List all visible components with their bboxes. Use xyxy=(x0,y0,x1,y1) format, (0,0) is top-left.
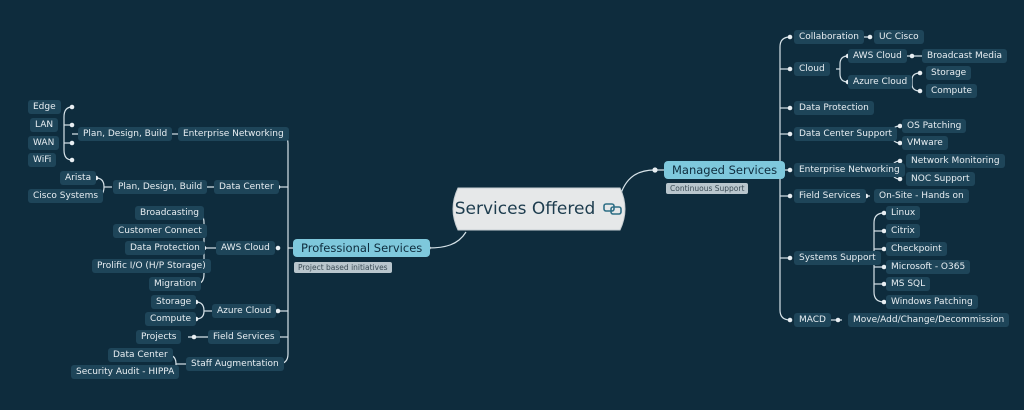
node-staff-augmentation[interactable]: Staff Augmentation xyxy=(186,357,284,371)
node-compute-professional[interactable]: Compute xyxy=(145,312,197,326)
node-citrix[interactable]: Citrix xyxy=(886,224,920,238)
node-vmware[interactable]: VMware xyxy=(902,136,948,150)
node-collaboration[interactable]: Collaboration xyxy=(794,30,864,44)
node-compute-managed[interactable]: Compute xyxy=(926,84,978,98)
link-icon[interactable] xyxy=(603,202,623,216)
node-windows-patching[interactable]: Windows Patching xyxy=(886,295,978,309)
node-storage-managed[interactable]: Storage xyxy=(926,66,972,80)
node-data-protection-managed[interactable]: Data Protection xyxy=(794,101,874,115)
node-arista[interactable]: Arista xyxy=(60,171,97,185)
node-data-protection-professional[interactable]: Data Protection xyxy=(125,241,205,255)
node-uc-cisco[interactable]: UC Cisco xyxy=(874,30,924,44)
node-microsoft-o365[interactable]: Microsoft - O365 xyxy=(886,260,971,274)
node-cloud[interactable]: Cloud xyxy=(794,62,830,76)
node-aws-cloud-professional[interactable]: AWS Cloud xyxy=(216,241,275,255)
node-migration[interactable]: Migration xyxy=(149,277,202,291)
node-systems-support[interactable]: Systems Support xyxy=(794,251,881,265)
node-data-center-support[interactable]: Data Center Support xyxy=(794,127,898,141)
node-enterprise-networking-managed[interactable]: Enterprise Networking xyxy=(794,163,905,177)
branch-professional-services[interactable]: Professional Services xyxy=(293,239,431,257)
professional-services-note: Project based initiatives xyxy=(294,262,392,273)
branch-managed-services[interactable]: Managed Services xyxy=(664,161,786,179)
node-network-monitoring[interactable]: Network Monitoring xyxy=(906,154,1005,168)
node-prolific-io[interactable]: Prolific I/O (H/P Storage) xyxy=(92,259,211,273)
node-projects[interactable]: Projects xyxy=(136,330,182,344)
node-data-center-professional[interactable]: Data Center xyxy=(214,180,279,194)
node-customer-connect[interactable]: Customer Connect xyxy=(113,224,207,238)
node-wan[interactable]: WAN xyxy=(28,136,60,150)
central-topic[interactable]: Services Offered xyxy=(444,186,634,232)
node-plan-design-build-datacenter[interactable]: Plan, Design, Build xyxy=(113,180,208,194)
node-field-services-professional[interactable]: Field Services xyxy=(208,330,280,344)
node-security-audit-hippa[interactable]: Security Audit - HIPPA xyxy=(71,365,180,379)
node-storage-professional[interactable]: Storage xyxy=(151,295,197,309)
node-macd[interactable]: MACD xyxy=(794,313,831,327)
node-edge[interactable]: Edge xyxy=(28,100,61,114)
node-enterprise-networking-professional[interactable]: Enterprise Networking xyxy=(178,127,289,141)
node-broadcasting[interactable]: Broadcasting xyxy=(135,206,205,220)
node-data-center-staff[interactable]: Data Center xyxy=(108,348,173,362)
node-azure-cloud-managed[interactable]: Azure Cloud xyxy=(848,75,913,89)
managed-services-note: Continuous Support xyxy=(666,183,749,194)
node-checkpoint[interactable]: Checkpoint xyxy=(886,242,947,256)
node-azure-cloud-professional[interactable]: Azure Cloud xyxy=(212,304,277,318)
node-wifi[interactable]: WiFi xyxy=(28,153,57,167)
node-broadcast-media[interactable]: Broadcast Media xyxy=(922,49,1007,63)
node-move-add-change-decommission[interactable]: Move/Add/Change/Decommission xyxy=(848,313,1010,327)
node-aws-cloud-managed[interactable]: AWS Cloud xyxy=(848,49,907,63)
central-topic-title: Services Offered xyxy=(454,199,596,219)
node-lan[interactable]: LAN xyxy=(30,118,59,132)
node-cisco-systems[interactable]: Cisco Systems xyxy=(28,189,104,203)
node-ms-sql[interactable]: MS SQL xyxy=(886,277,931,291)
node-noc-support[interactable]: NOC Support xyxy=(906,172,975,186)
node-linux[interactable]: Linux xyxy=(886,206,921,220)
central-topic-shape xyxy=(452,187,626,231)
node-plan-design-build-networking[interactable]: Plan, Design, Build xyxy=(78,127,173,141)
node-on-site-hands-on[interactable]: On-Site - Hands on xyxy=(874,189,969,203)
node-field-services-managed[interactable]: Field Services xyxy=(794,189,866,203)
node-os-patching[interactable]: OS Patching xyxy=(902,119,967,133)
